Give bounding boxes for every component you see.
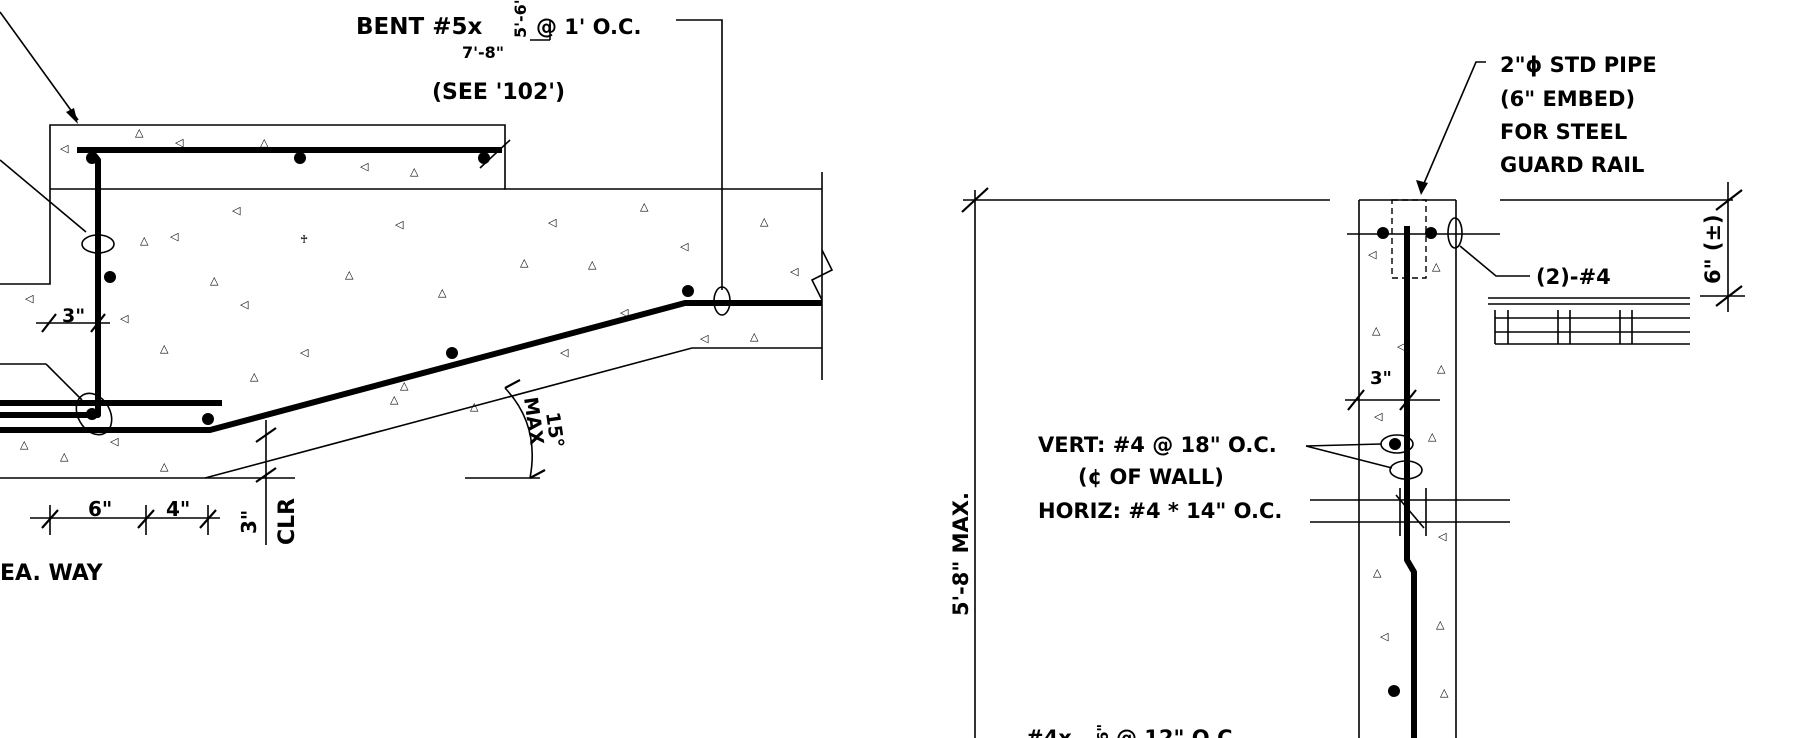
svg-text:△: △ <box>640 200 649 213</box>
svg-text:◁: ◁ <box>700 332 709 345</box>
bent-bar-leg-label: 5'-6" <box>511 0 530 38</box>
bent-bar-spacing: @ 1' O.C. <box>536 15 641 39</box>
svg-text:△: △ <box>760 215 769 228</box>
svg-text:△: △ <box>20 438 29 451</box>
svg-text:◁: ◁ <box>548 216 557 229</box>
pipe-note-line-2: (6" EMBED) <box>1500 87 1635 111</box>
svg-text:△: △ <box>1373 566 1382 579</box>
svg-text:◁: ◁ <box>60 142 69 155</box>
svg-text:△: △ <box>140 234 149 247</box>
centerline-wall-label: (¢ OF WALL) <box>1078 465 1224 489</box>
svg-text:△: △ <box>750 330 759 343</box>
svg-text:△: △ <box>1437 362 1446 375</box>
svg-text:△: △ <box>1428 430 1437 443</box>
svg-text:◁: ◁ <box>120 312 129 325</box>
leader-arrowhead <box>66 108 78 124</box>
svg-text:△: △ <box>1440 686 1449 699</box>
svg-text:△: △ <box>1432 260 1441 273</box>
svg-text:△: △ <box>345 268 354 281</box>
svg-text:△: △ <box>135 126 144 139</box>
svg-text:◁: ◁ <box>300 346 309 359</box>
earth-fill-symbol <box>1488 297 1690 345</box>
svg-text:◁: ◁ <box>240 298 249 311</box>
bent-bar-length: 7'-8" <box>462 43 504 62</box>
slope-max: MAX <box>519 396 548 447</box>
svg-text:◁: ◁ <box>1368 248 1377 261</box>
dim-6: 6" <box>88 497 112 521</box>
left-section-detail: ◁△◁ △◁△ ◁△◁ △◁♰ △◁△ △◁△ △◁△ ◁◁△ △◁△ △◁◁ … <box>0 0 834 586</box>
svg-text:△: △ <box>160 342 169 355</box>
svg-text:◁: ◁ <box>25 292 34 305</box>
svg-text:△: △ <box>1436 618 1445 631</box>
svg-text:♰: ♰ <box>300 233 308 246</box>
concrete-hatch-right: ◁ △ △ ◁ △ ◁ △ △ ◁ ◁ △ △ <box>1368 248 1449 699</box>
svg-text:△: △ <box>1372 324 1381 337</box>
pipe-note-line-1: 2"ϕ STD PIPE <box>1500 53 1657 77</box>
svg-text:◁: ◁ <box>395 218 404 231</box>
dim-3-left: 3" <box>62 305 85 327</box>
svg-text:◁: ◁ <box>110 435 119 448</box>
dim-4: 4" <box>166 497 190 521</box>
horiz-bars-label: HORIZ: #4 * 14" O.C. <box>1038 499 1282 523</box>
svg-text:◁: ◁ <box>1397 340 1406 353</box>
svg-text:◁: ◁ <box>680 240 689 253</box>
pipe-note: 2"ϕ STD PIPE (6" EMBED) FOR STEEL GUARD … <box>1500 53 1657 177</box>
svg-text:△: △ <box>438 286 447 299</box>
right-wall-detail: 2"ϕ STD PIPE (6" EMBED) FOR STEEL GUARD … <box>949 53 1745 738</box>
dim-3-vertical: 3" <box>237 510 261 534</box>
svg-text:△: △ <box>60 450 69 463</box>
svg-text:◁: ◁ <box>175 136 184 149</box>
svg-text:◁: ◁ <box>232 204 241 217</box>
svg-text:△: △ <box>250 370 259 383</box>
svg-text:△: △ <box>410 165 419 178</box>
svg-text:◁: ◁ <box>360 160 369 173</box>
dim-6-pm: 6" (±) <box>1701 214 1725 284</box>
svg-text:△: △ <box>400 379 409 392</box>
svg-text:◁: ◁ <box>790 265 799 278</box>
svg-text:△: △ <box>520 256 529 269</box>
ea-way-label: EA. WAY <box>0 561 104 586</box>
svg-text:△: △ <box>160 460 169 473</box>
svg-text:△: △ <box>210 274 219 287</box>
slope-value: 15° <box>541 411 568 450</box>
svg-text:◁: ◁ <box>1438 530 1447 543</box>
svg-text:△: △ <box>390 393 399 406</box>
pipe-note-line-4: GUARD RAIL <box>1500 153 1644 177</box>
svg-text:◁: ◁ <box>1380 630 1389 643</box>
svg-text:◁: ◁ <box>1374 410 1383 423</box>
dim-3-right: 3" <box>1370 368 1392 389</box>
wall-height-label: 5'-8" MAX. <box>949 492 973 616</box>
clr-label: CLR <box>275 498 300 545</box>
bottom-bar-label: #4x <box>1026 726 1072 738</box>
bars-2-label: (2)-#4 <box>1536 265 1611 289</box>
bottom-bar-leg: 6" <box>1094 724 1112 738</box>
bent-bar-label: BENT #5x <box>356 14 482 40</box>
pipe-note-line-3: FOR STEEL <box>1500 120 1627 144</box>
svg-text:△: △ <box>470 400 479 413</box>
svg-text:◁: ◁ <box>560 346 569 359</box>
svg-text:◁: ◁ <box>170 230 179 243</box>
svg-text:△: △ <box>260 136 269 149</box>
concrete-hatch-left: ◁△◁ △◁△ ◁△◁ △◁♰ △◁△ △◁△ △◁△ ◁◁△ △◁△ △◁◁ … <box>20 126 799 473</box>
vert-bars-label: VERT: #4 @ 18" O.C. <box>1038 433 1277 457</box>
bottom-bar-spacing: @ 12" O.C. <box>1116 726 1241 738</box>
svg-text:△: △ <box>588 258 597 271</box>
see-reference: (SEE '102') <box>432 80 565 105</box>
svg-text:◁: ◁ <box>620 306 629 319</box>
